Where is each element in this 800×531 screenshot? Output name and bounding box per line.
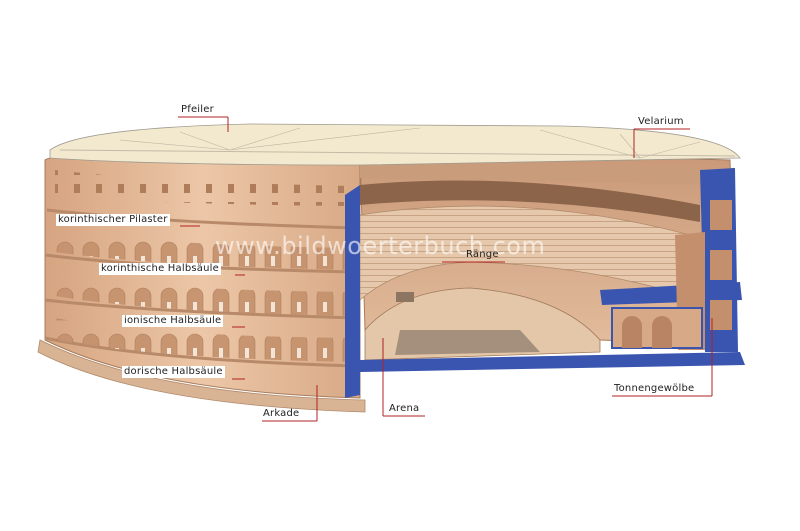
watermark: www.bildwoerterbuch.com bbox=[215, 232, 546, 260]
leader-lines bbox=[178, 116, 713, 422]
label-korinthische-halbsaeule: korinthische Halbsäule bbox=[99, 263, 221, 275]
velarium bbox=[49, 123, 741, 166]
label-arkade: Arkade bbox=[263, 408, 300, 419]
label-arena: Arena bbox=[389, 403, 420, 414]
label-dorische-halbsaeule: dorische Halbsäule bbox=[122, 366, 225, 378]
section-cut bbox=[345, 168, 745, 398]
arena-floor bbox=[364, 287, 601, 361]
label-tonnengewoelbe: Tonnengewölbe bbox=[614, 383, 695, 394]
label-korinthischer-pilaster: korinthischer Pilaster bbox=[56, 214, 170, 226]
label-pfeiler: Pfeiler bbox=[181, 104, 214, 115]
label-raenge: Ränge bbox=[466, 249, 499, 260]
label-velarium: Velarium bbox=[638, 116, 684, 127]
label-ionische-halbsaeule: ionische Halbsäule bbox=[122, 315, 224, 327]
